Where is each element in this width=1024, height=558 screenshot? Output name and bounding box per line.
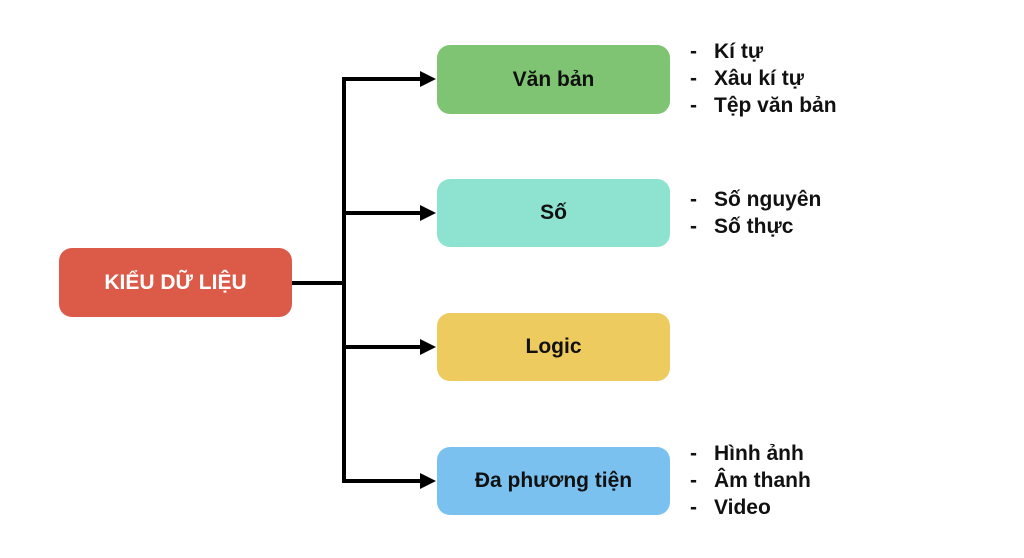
root-node-kieu-du-lieu: KIỂU DỮ LIỆU bbox=[59, 248, 292, 317]
list-item: -Hình ảnh bbox=[690, 442, 804, 465]
list-item: -Xâu kí tự bbox=[690, 67, 804, 90]
node-van-ban: Văn bản bbox=[437, 45, 670, 114]
list-item: -Số thực bbox=[690, 215, 794, 238]
arrow-to-da-phuong-tien bbox=[342, 473, 436, 489]
node-label: Số bbox=[540, 201, 567, 224]
da-phuong-tien-item-list: -Hình ảnh -Âm thanh -Video bbox=[690, 440, 811, 521]
arrow-to-logic bbox=[342, 339, 436, 355]
arrow-to-van-ban bbox=[342, 71, 436, 87]
root-node-label: KIỂU DỮ LIỆU bbox=[104, 270, 247, 294]
node-so: Số bbox=[437, 179, 670, 247]
node-label: Đa phương tiện bbox=[474, 469, 633, 492]
node-logic: Logic bbox=[437, 313, 670, 381]
van-ban-item-list: -Kí tự -Xâu kí tự -Tệp văn bản bbox=[690, 38, 837, 119]
list-item: -Kí tự bbox=[690, 40, 764, 63]
list-item: -Tệp văn bản bbox=[690, 94, 837, 117]
list-item: -Số nguyên bbox=[690, 188, 822, 211]
so-item-list: -Số nguyên -Số thực bbox=[690, 186, 821, 240]
list-item: -Âm thanh bbox=[690, 469, 811, 492]
node-da-phuong-tien: Đa phương tiện bbox=[437, 447, 670, 515]
node-label: Logic bbox=[525, 335, 582, 358]
arrow-to-so bbox=[342, 205, 436, 221]
node-label: Văn bản bbox=[512, 67, 595, 91]
list-item: -Video bbox=[690, 496, 771, 519]
